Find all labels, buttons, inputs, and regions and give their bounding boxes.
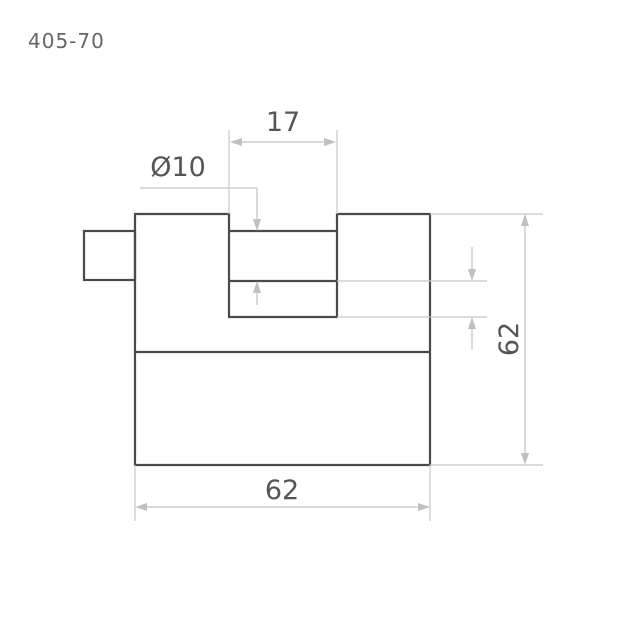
arrow-right bbox=[418, 503, 430, 511]
arrow-down bbox=[468, 269, 476, 281]
arrow-up bbox=[521, 214, 529, 226]
dimension-shackle-diameter: Ø10 bbox=[150, 152, 261, 305]
label-body-width: 62 bbox=[265, 475, 299, 506]
label-shackle-width: 17 bbox=[266, 107, 300, 138]
dimension-body-width: 62 bbox=[135, 475, 430, 511]
arrow-left bbox=[135, 503, 147, 511]
dimension-clearance bbox=[468, 247, 476, 350]
extension-lines bbox=[134, 130, 543, 521]
lock-body bbox=[133, 212, 432, 467]
label-shackle-diameter: Ø10 bbox=[150, 152, 206, 183]
label-body-height: 62 bbox=[494, 322, 525, 356]
arrow-left bbox=[230, 138, 242, 146]
arrow-up bbox=[468, 317, 476, 329]
arrow-up bbox=[253, 281, 261, 293]
dimension-body-height: 62 bbox=[494, 214, 529, 465]
arrow-down bbox=[253, 219, 261, 231]
padlock-outline bbox=[82, 212, 432, 467]
arrow-down bbox=[521, 453, 529, 465]
arrow-right bbox=[324, 138, 336, 146]
dimension-shackle-width: 17 bbox=[230, 107, 336, 146]
model-code: 405-70 bbox=[28, 29, 105, 53]
side-pin bbox=[82, 229, 137, 282]
